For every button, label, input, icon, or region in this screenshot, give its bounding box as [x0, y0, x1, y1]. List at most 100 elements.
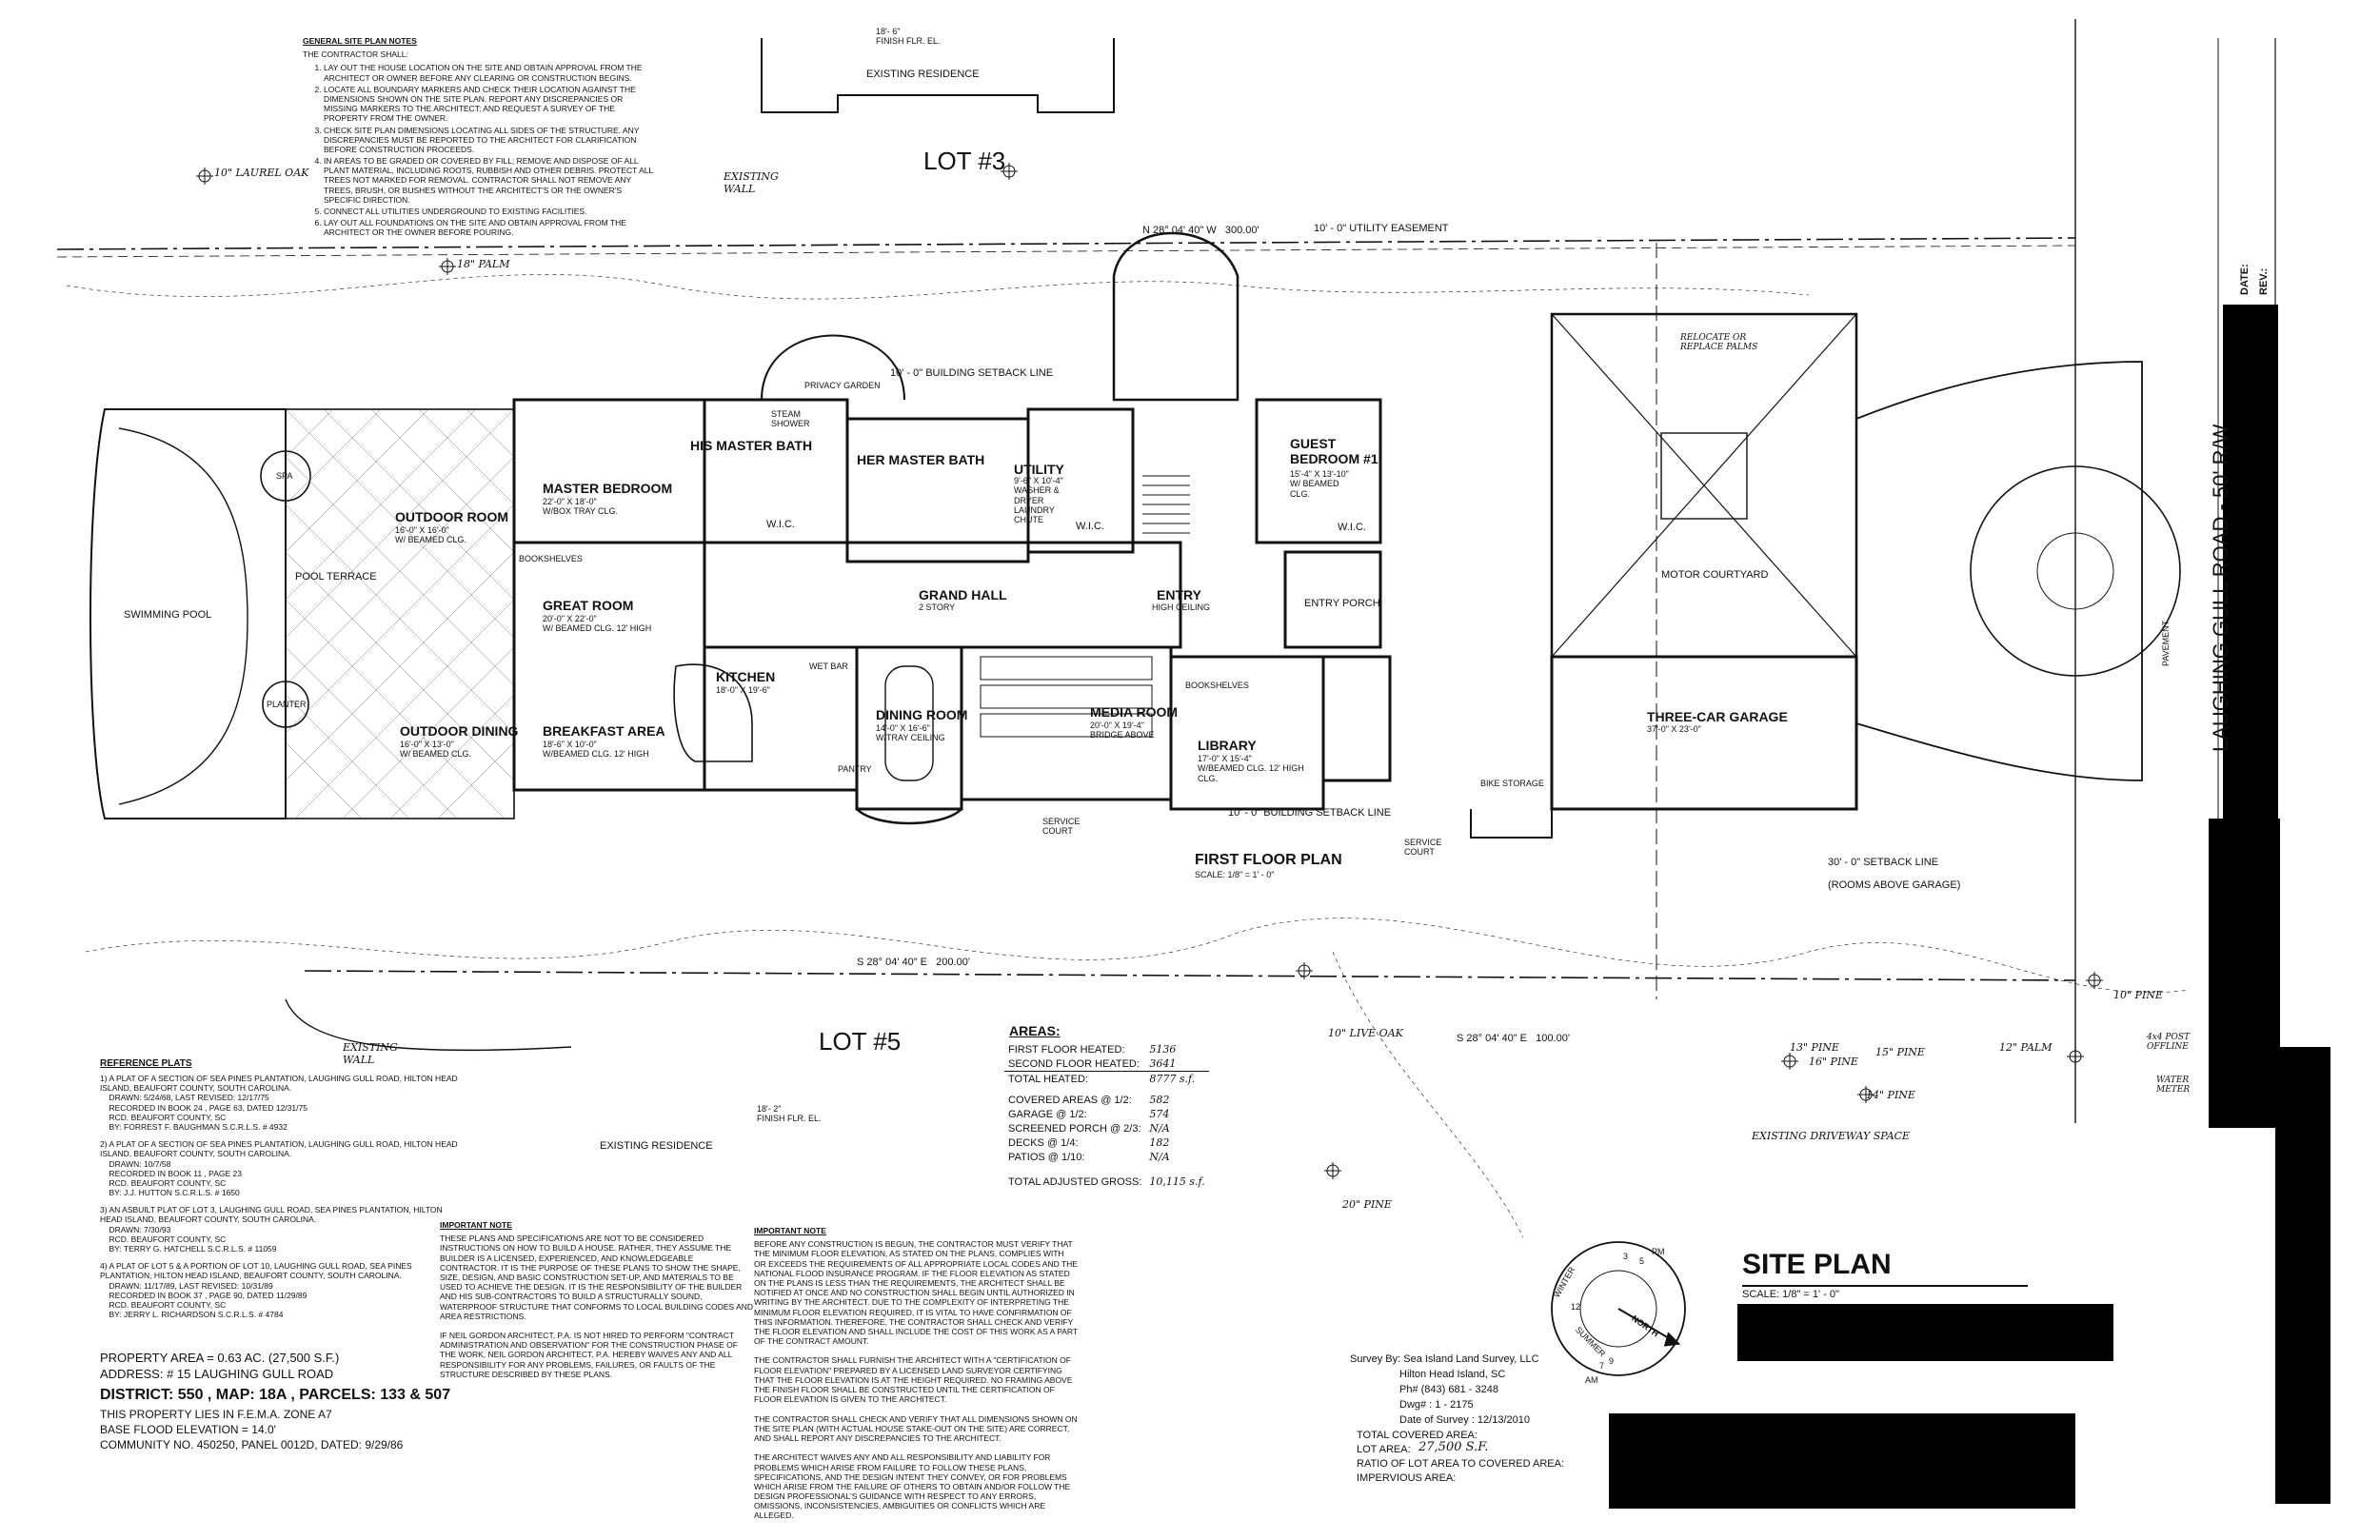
area-value: 182	[1149, 1136, 1170, 1149]
general-note-item: CHECK SITE PLAN DIMENSIONS LOCATING ALL …	[324, 126, 655, 155]
room-her-master-bath: HER MASTER BATH	[857, 452, 985, 467]
area-label: FIRST FLOOR HEATED:	[1008, 1043, 1125, 1056]
room-steam-shower: STEAM SHOWER	[771, 409, 810, 429]
room-guest-bedroom-dim: 15'-4" X 13'-10" W/ BEAMED CLG.	[1290, 469, 1349, 499]
lot-3-label: LOT #3	[923, 147, 1006, 175]
room-wic: W.I.C.	[766, 519, 795, 530]
tree-label: 16" PINE	[1809, 1056, 1858, 1068]
general-note-item: LOCATE ALL BOUNDARY MARKERS AND CHECK TH…	[324, 85, 655, 124]
property-address: ADDRESS: # 15 LAUGHING GULL ROAD	[100, 1367, 334, 1381]
redaction-bar-title	[1737, 1304, 2113, 1361]
pavement-label: PAVEMENT	[2161, 620, 2171, 666]
room-breakfast-dim: 18'-6" X 10'-0" W/BEAMED CLG. 12' HIGH	[543, 740, 649, 760]
room-grand-hall: GRAND HALL	[919, 587, 1007, 602]
utility-easement: 10' - 0" UTILITY EASEMENT	[1314, 223, 1449, 234]
survey-date: Date of Survey : 12/13/2010	[1399, 1414, 1530, 1426]
ratio-lot-covered: RATIO OF LOT AREA TO COVERED AREA:	[1357, 1458, 1565, 1470]
room-library-dim: 17'-0" X 15'-4" W/BEAMED CLG. 12' HIGH C…	[1198, 754, 1304, 783]
driveway-turnaround	[1970, 465, 2181, 677]
compass-hour: 7	[1599, 1361, 1605, 1371]
compass-am: AM	[1585, 1375, 1598, 1385]
redaction-bar-right-top	[2223, 305, 2278, 819]
reference-plat-item: 1) A PLAT OF A SECTION OF SEA PINES PLAN…	[100, 1074, 458, 1132]
title-block-date: DATE:	[2239, 264, 2251, 295]
table-row: DECKS @ 1/4:182	[1004, 1135, 1209, 1150]
building-setback-top: 10' - 0" BUILDING SETBACK LINE	[890, 367, 1054, 379]
existing-residence-top: EXISTING RESIDENCE	[866, 69, 980, 80]
table-row: FIRST FLOOR HEATED:5136	[1004, 1042, 1209, 1056]
important-note-2-text: BEFORE ANY CONSTRUCTION IS BEGUN, THE CO…	[754, 1239, 1078, 1521]
tree-label: 12" PALM	[1999, 1041, 2053, 1054]
tree-label: 10" LIVE OAK	[1328, 1027, 1403, 1039]
room-master-bedroom: MASTER BEDROOM	[543, 481, 673, 496]
important-note-title: IMPORTANT NOTE	[440, 1220, 512, 1230]
title-block-rev: REV.:	[2258, 267, 2270, 295]
compass-rose	[1551, 1241, 1686, 1376]
area-label: TOTAL HEATED:	[1008, 1073, 1088, 1085]
impervious-area: IMPERVIOUS AREA:	[1357, 1472, 1457, 1484]
area-value: 574	[1149, 1108, 1170, 1120]
bearing-bottom-left: S 28° 04' 40" E 200.00'	[857, 957, 970, 968]
room-master-bedroom-dim: 22'-0" X 18'-0" W/BOX TRAY CLG.	[543, 497, 619, 517]
room-great-room: GREAT ROOM	[543, 598, 634, 613]
water-meter: WATER METER	[2156, 1076, 2191, 1096]
area-label: PATIOS @ 1/10:	[1008, 1151, 1085, 1163]
redaction-bar-right-mid	[2275, 1047, 2330, 1504]
areas-title: AREAS:	[1009, 1023, 1061, 1038]
room-outdoor-dining-dim: 16'-0" X 13'-0" W/ BEAMED CLG.	[400, 740, 472, 760]
room-privacy-garden: PRIVACY GARDEN	[804, 381, 881, 390]
compass-hour: 3	[1623, 1252, 1629, 1261]
finish-floor-bottom: 18'- 2" FINISH FLR. EL.	[757, 1104, 822, 1124]
property-line-top	[56, 237, 2076, 250]
general-notes-intro: THE CONTRACTOR SHALL:	[303, 49, 408, 60]
room-utility-dim: 9'-6" X 10'-4" WASHER & DRYER LAUNDRY CH…	[1014, 476, 1063, 525]
table-row: TOTAL ADJUSTED GROSS:10,115 s.f.	[1004, 1164, 1209, 1189]
finish-floor-top: 18'- 6" FINISH FLR. EL.	[876, 27, 941, 47]
important-note-2-title: IMPORTANT NOTE	[754, 1226, 826, 1235]
existing-residence-bottom: EXISTING RESIDENCE	[600, 1140, 713, 1152]
tree-label: 20" PINE	[1342, 1198, 1392, 1211]
room-motor-courtyard: MOTOR COURTYARD	[1661, 569, 1769, 581]
survey-dwg: Dwg# : 1 - 2175	[1399, 1399, 1474, 1411]
post-offline: 4x4 POST OFFLINE	[2147, 1033, 2190, 1053]
room-entry-sub: HIGH CEILING	[1152, 602, 1211, 612]
general-note-item: IN AREAS TO BE GRADED OR COVERED BY FILL…	[324, 156, 655, 205]
table-row: SCREENED PORCH @ 2/3:N/A	[1004, 1121, 1209, 1135]
general-note-item: LAY OUT ALL FOUNDATIONS ON THE SITE AND …	[324, 218, 655, 237]
room-bookshelves: BOOKSHELVES	[519, 554, 583, 563]
area-value: 582	[1149, 1094, 1170, 1106]
room-pantry: PANTRY	[838, 764, 872, 774]
general-note-item: CONNECT ALL UTILITIES UNDERGROUND TO EXI…	[324, 207, 655, 216]
setback-line: 30' - 0" SETBACK LINE	[1828, 857, 1939, 868]
table-row: SECOND FLOOR HEATED:3641	[1004, 1056, 1209, 1072]
tree-label: 10" LAUREL OAK	[214, 167, 309, 179]
site-plan-title: SITE PLAN	[1742, 1249, 1892, 1280]
room-utility: UTILITY	[1014, 462, 1064, 477]
reference-plats-title: REFERENCE PLATS	[100, 1058, 192, 1069]
area-value: N/A	[1149, 1151, 1170, 1163]
first-floor-plan-scale: SCALE: 1/8" = 1' - 0"	[1195, 870, 1275, 879]
room-garage: THREE-CAR GARAGE	[1647, 709, 1788, 724]
road-label: LAUGHING GULL ROAD - 50' R/W	[2209, 424, 2232, 752]
room-library: LIBRARY	[1198, 738, 1257, 753]
room-media-room: MEDIA ROOM	[1090, 704, 1179, 720]
existing-residence-top-outline	[761, 38, 1115, 113]
area-total-value: 10,115 s.f.	[1149, 1175, 1205, 1188]
survey-by: Survey By: Sea Island Land Survey, LLC	[1350, 1353, 1539, 1365]
building-setback-bottom: 10' - 0" BUILDING SETBACK LINE	[1228, 807, 1392, 819]
room-dining-dim: 14'-0" X 16'-6" W/TRAY CEILING	[876, 723, 945, 743]
room-wet-bar: WET BAR	[809, 661, 848, 671]
room-swimming-pool: SWIMMING POOL	[124, 609, 212, 621]
property-base-flood: BASE FLOOD ELEVATION = 14.0'	[100, 1423, 276, 1436]
reference-plats: REFERENCE PLATS 1) A PLAT OF A SECTION O…	[100, 1058, 462, 1319]
tree-label: 13" PINE	[1790, 1041, 1839, 1054]
area-label: SCREENED PORCH @ 2/3:	[1008, 1122, 1141, 1135]
site-plan-scale: SCALE: 1/8" = 1' - 0"	[1742, 1285, 2028, 1301]
room-kitchen-dim: 18'-0" X 19'-6"	[716, 685, 770, 695]
property-area: PROPERTY AREA = 0.63 AC. (27,500 S.F.)	[100, 1351, 340, 1365]
existing-wall-top: EXISTING WALL	[724, 170, 779, 195]
room-outdoor-room: OUTDOOR ROOM	[395, 509, 508, 524]
room-entry-porch: ENTRY PORCH	[1304, 598, 1380, 609]
room-media-dim: 20'-0" X 19'-4" BRIDGE ABOVE	[1090, 721, 1155, 740]
